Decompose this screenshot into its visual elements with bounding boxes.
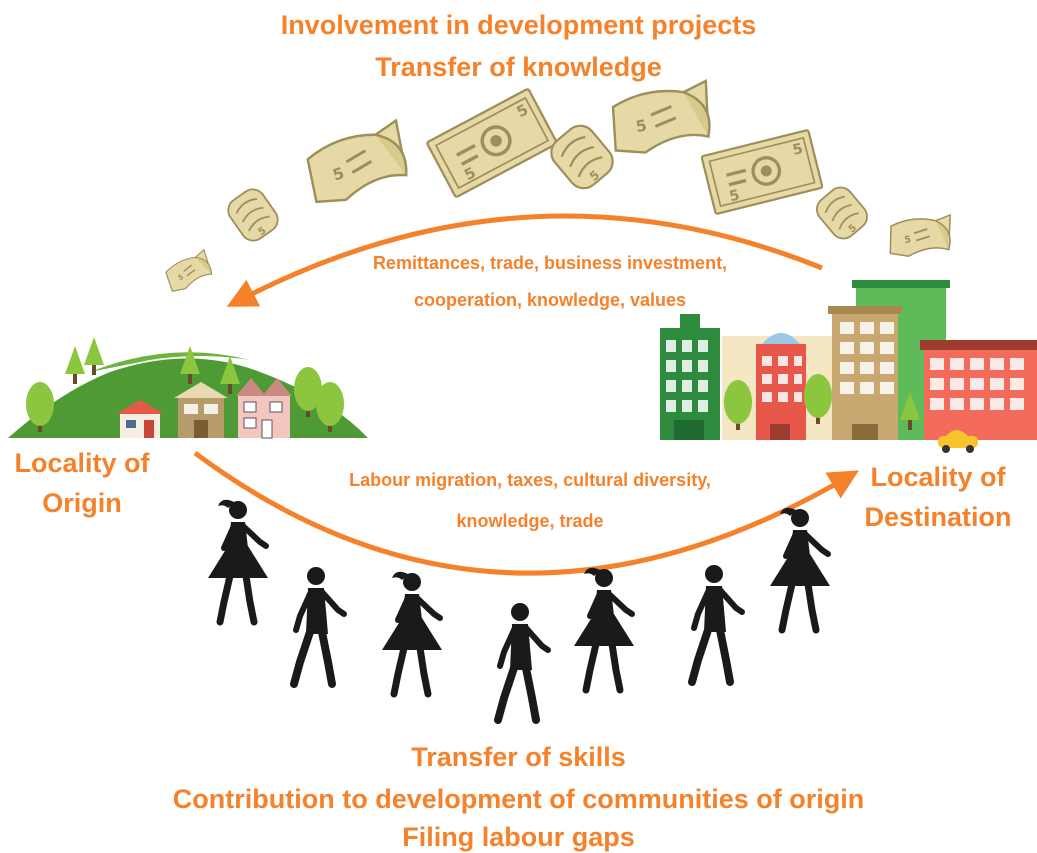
car-icon	[938, 430, 978, 453]
origin-village-illustration	[8, 337, 368, 439]
top-text-line-2: Transfer of knowledge	[375, 52, 662, 82]
woman-walking-icon	[574, 568, 634, 690]
banknote-icon	[424, 86, 560, 200]
destination-label-line-1: Locality of	[870, 462, 1006, 492]
house-icon	[116, 400, 164, 438]
lower-flow-arrow	[193, 450, 859, 576]
banknote-icon	[605, 79, 718, 160]
bottom-text-line-1: Transfer of skills	[411, 742, 626, 772]
bottom-text-line-2: Contribution to development of communiti…	[172, 784, 865, 814]
house-icon	[236, 378, 292, 439]
upper-arrow-label-line-1: Remittances, trade, business investment,	[372, 253, 728, 273]
upper-flow-arrow	[226, 213, 823, 307]
banknote-icon	[161, 249, 217, 295]
house-icon	[174, 382, 228, 438]
woman-walking-icon	[208, 500, 268, 622]
banknote-icon	[810, 181, 874, 246]
upper-arrow-label-line-2: cooperation, knowledge, values	[413, 290, 687, 310]
bottom-text-line-3: Filing labour gaps	[402, 822, 635, 852]
banknote-icon	[298, 118, 417, 211]
lower-arrow-label-line-1: Labour migration, taxes, cultural divers…	[349, 470, 711, 490]
banknote-icon	[543, 118, 621, 197]
lower-arrow-label-line-2: knowledge, trade	[456, 511, 604, 531]
origin-label-line-2: Origin	[42, 488, 122, 518]
destination-label-line-2: Destination	[864, 502, 1012, 532]
banknote-icon	[886, 214, 955, 259]
banknote-icon	[699, 128, 825, 216]
top-text-line-1: Involvement in development projects	[280, 10, 757, 40]
man-walking-icon	[692, 565, 742, 682]
banknote-icon	[222, 183, 285, 248]
man-walking-icon	[498, 603, 548, 720]
origin-label-line-1: Locality of	[14, 448, 150, 478]
destination-city-illustration	[660, 280, 1037, 453]
man-walking-icon	[294, 567, 344, 684]
woman-walking-icon	[382, 572, 442, 694]
